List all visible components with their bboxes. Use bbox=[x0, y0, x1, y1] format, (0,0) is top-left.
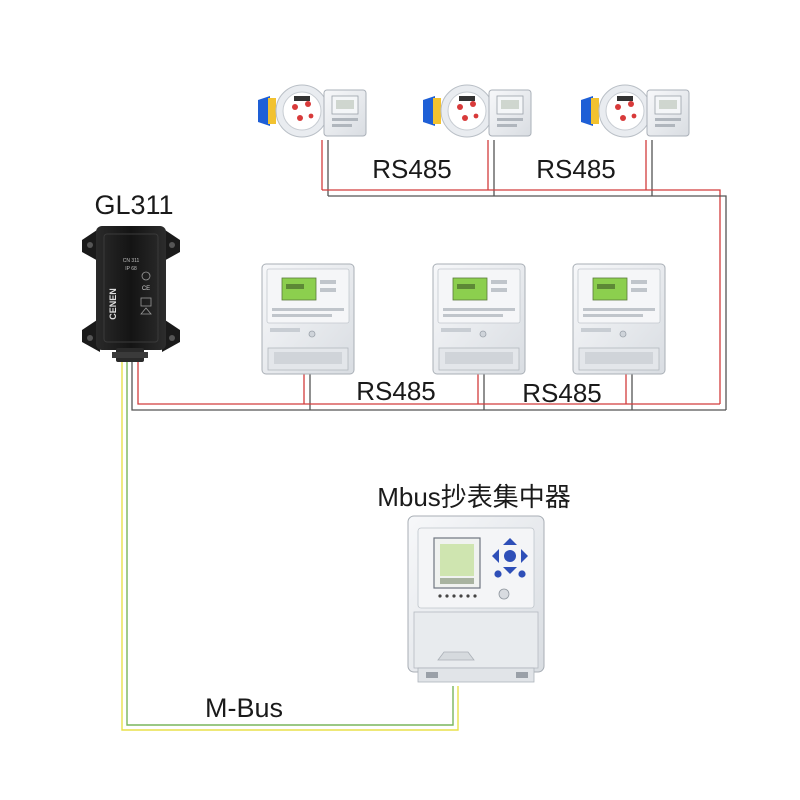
power-meter-3 bbox=[572, 263, 666, 375]
water-meter-3 bbox=[580, 84, 690, 138]
water-meter-2 bbox=[422, 84, 532, 138]
rs485-label-power-left: RS485 bbox=[356, 376, 436, 406]
bottom-bus-dark bbox=[131, 362, 726, 411]
approval-icon bbox=[141, 271, 151, 281]
gateway-mark-1: CN 311 bbox=[123, 258, 140, 264]
power-meter-1 bbox=[261, 263, 355, 375]
top-bus-dark bbox=[328, 195, 727, 410]
gateway-brand: CENEN bbox=[108, 288, 118, 320]
mbus-wire-yellow bbox=[121, 362, 459, 731]
rs485-label-water-left: RS485 bbox=[372, 154, 452, 184]
top-bus-red bbox=[322, 189, 721, 404]
indicator-leds bbox=[438, 594, 477, 598]
ce-mark: CE bbox=[142, 286, 150, 292]
mbus-wire-green bbox=[126, 362, 454, 726]
gateway-mark-2: IP 68 bbox=[125, 266, 137, 272]
bottom-bus-red bbox=[137, 362, 720, 405]
dustbin-icon bbox=[140, 297, 152, 307]
water-meter-1 bbox=[258, 84, 367, 138]
gateway-body bbox=[96, 226, 166, 350]
gl311-gateway: CN 311 IP 68 CE CENEN bbox=[82, 226, 180, 362]
gateway-label: GL311 bbox=[94, 190, 173, 220]
navigation-keypad bbox=[492, 538, 528, 578]
power-meter-2 bbox=[432, 263, 526, 375]
warning-icon bbox=[140, 307, 152, 315]
mbus-wires bbox=[121, 362, 459, 731]
pipe-fitting bbox=[258, 96, 270, 126]
concentrator-label: Mbus抄表集中器 bbox=[377, 482, 571, 512]
mbus-concentrator bbox=[407, 515, 545, 683]
rs485-bus-wires bbox=[131, 140, 727, 411]
mbus-label: M-Bus bbox=[205, 693, 283, 723]
rs485-label-water-right: RS485 bbox=[536, 154, 616, 184]
ir-port bbox=[498, 588, 510, 600]
rs485-label-power-right: RS485 bbox=[522, 378, 602, 408]
